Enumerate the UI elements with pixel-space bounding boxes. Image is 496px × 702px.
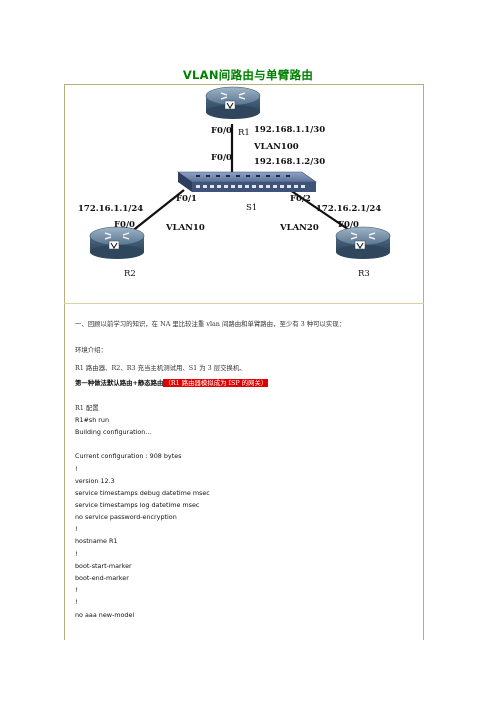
- switch-s1-icon: [177, 171, 317, 192]
- router-r3-icon: [335, 226, 391, 259]
- r1-config-heading: R1 配置: [75, 404, 99, 412]
- r3-ip-label: 172.16.2.1/24: [316, 204, 381, 214]
- s1-name-label: S1: [246, 203, 257, 213]
- method-one-line: 第一种做法默认路由+静态路由（R1 路由器模拟成为 ISP 的网关）: [75, 379, 269, 388]
- s1-top-port-label: F0/0: [211, 153, 232, 163]
- config-line: version 12.3: [75, 477, 115, 485]
- config-line: service timestamps log datetime msec: [75, 501, 200, 509]
- environment-description: R1 路由器、R2、R3 充当主机测试用、S1 为 3 层交换机、: [75, 364, 246, 372]
- content-frame: [64, 84, 424, 640]
- config-line: !: [75, 550, 78, 558]
- vlan10-label: VLAN10: [165, 223, 205, 233]
- method-one-title: 第一种做法默认路由+静态路由: [75, 379, 164, 387]
- config-line: !: [75, 586, 78, 594]
- r2-ip-label: 172.16.1.1/24: [78, 204, 143, 214]
- vlan20-label: VLAN20: [279, 223, 319, 233]
- r2-name-label: R2: [124, 269, 136, 279]
- link-s1-r2: [125, 189, 185, 237]
- s1-right-port-label: F0/2: [290, 194, 311, 204]
- config-line: R1#sh run: [75, 416, 110, 424]
- r1-name-label: R1: [238, 128, 250, 138]
- vlan100-label: VLAN100: [253, 142, 299, 152]
- frame-divider: [64, 303, 424, 304]
- method-one-note: （R1 路由器模拟成为 ISP 的网关）: [163, 379, 269, 387]
- config-line: boot-start-marker: [75, 562, 132, 570]
- router-r1-icon: [205, 86, 261, 119]
- config-line: no service password-encryption: [75, 513, 177, 521]
- config-line: !: [75, 598, 78, 606]
- r1-port-label: F0/0: [211, 126, 232, 136]
- config-line: service timestamps debug datetime msec: [75, 489, 210, 497]
- config-line: Current configuration : 908 bytes: [75, 452, 182, 460]
- document-title: VLAN间路由与单臂路由: [182, 68, 314, 82]
- environment-heading: 环境介绍：: [75, 346, 107, 354]
- network-topology-diagram: F0/0 R1 192.168.1.1/30 VLAN100 F0/0 192.…: [78, 86, 391, 279]
- s1-ip-label: 192.168.1.2/30: [254, 157, 325, 167]
- link-s1-r3: [289, 189, 359, 237]
- config-line: hostname R1: [75, 537, 118, 545]
- router-r2-icon: [89, 226, 145, 259]
- config-line: no aaa new-model: [75, 611, 135, 619]
- r3-port-label: F0/0: [338, 220, 359, 230]
- config-line: Building configuration...: [75, 428, 152, 436]
- r3-name-label: R3: [358, 269, 370, 279]
- config-line: boot-end-marker: [75, 574, 129, 582]
- r2-port-label: F0/0: [114, 220, 135, 230]
- config-line: !: [75, 465, 78, 473]
- r1-ip-label: 192.168.1.1/30: [254, 125, 325, 135]
- intro-text: 一、回顾以前学习的知识，在 NA 里比较注重 vlan 间路由和单臂路由，至少有…: [75, 320, 346, 328]
- s1-left-port-label: F0/1: [176, 194, 197, 204]
- config-line: !: [75, 525, 78, 533]
